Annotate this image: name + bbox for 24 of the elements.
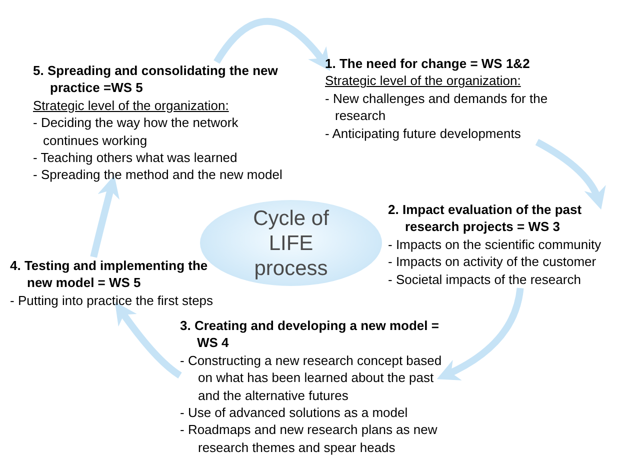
bullet-item: - Spreading the method and the new model [33, 166, 284, 184]
bullet-item: - Teaching others what was learned [33, 149, 238, 166]
step-heading: 5. Spreading and consolidating the new practice =WS 5 [33, 62, 279, 97]
step-heading: 3. Creating and developing a new model = WS 4 [180, 317, 440, 352]
bullet-item: - Use of advanced solutions as a model [180, 404, 409, 422]
step-heading: 1. The need for change = WS 1&2 [325, 55, 531, 72]
step-heading: 2. Impact evaluation of the past research projects = WS 3 [388, 201, 583, 236]
cycle-arrow [535, 138, 605, 210]
cycle-arrow [114, 302, 182, 378]
cycle-arrow [436, 288, 524, 380]
bullet-item: - Putting into practice the first steps [10, 292, 214, 310]
step-heading: 4. Testing and implementing the new model = WS 5 [10, 257, 209, 292]
bullet-item: - Roadmaps and new research plans as new research themes and spear heads [180, 421, 438, 456]
bullet-item: - Impacts on activity of the customer [388, 253, 598, 271]
cycle-arrow [90, 175, 120, 258]
bullet-item: - Societal impacts of the research [388, 270, 582, 288]
cycle-arrow [214, 18, 330, 71]
bullet-item: - Constructing a new research concept based on what has been learned about the past and the alternative futures [180, 352, 443, 404]
level-subheading: Strategic level of the organization: [325, 72, 522, 90]
bullet-item: - Anticipating future developments [325, 124, 522, 142]
level-subheading: Strategic level of the organization: [33, 96, 230, 114]
bullet-item: - Impacts on the scientific community [388, 236, 602, 254]
bullet-item: - New challenges and demands for the research [325, 90, 549, 125]
bullet-item: - Deciding the way how the network continues working [33, 114, 240, 150]
